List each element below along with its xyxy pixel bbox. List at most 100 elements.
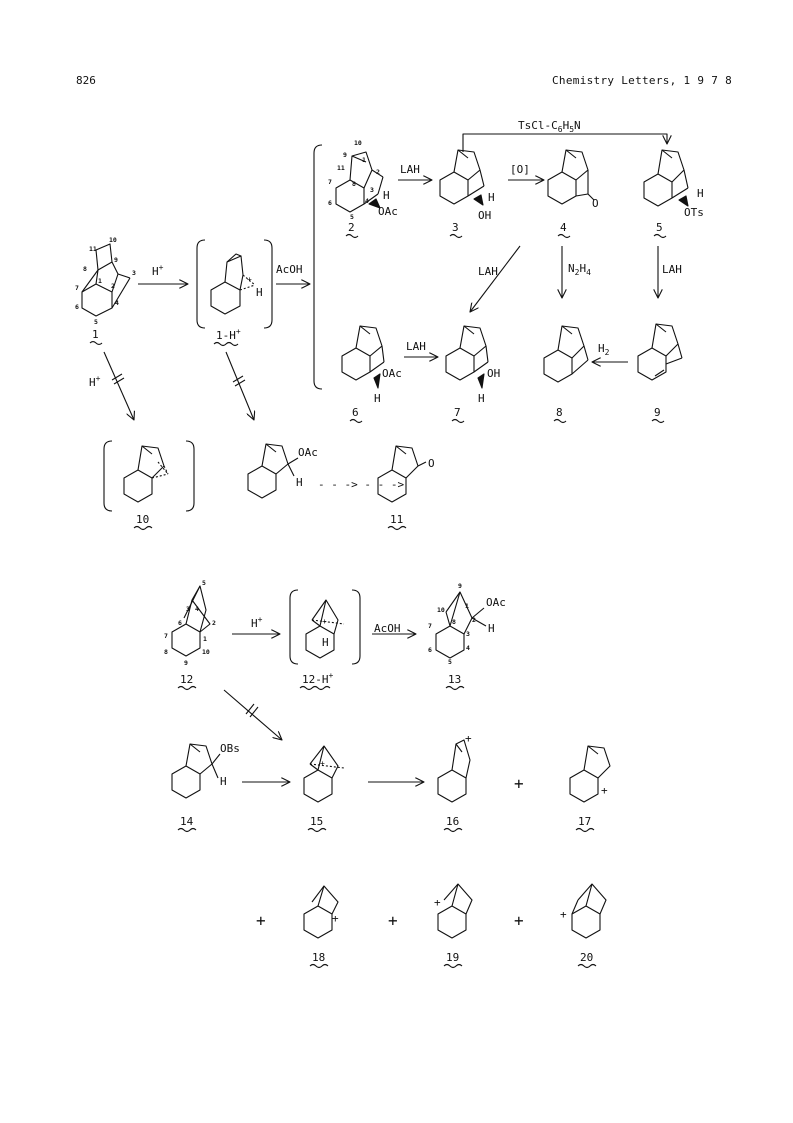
reagent-lah: LAH (406, 340, 426, 353)
running-head: Chemistry Letters, 1 9 7 8 (552, 74, 732, 87)
blocked-arrow: H+ (89, 351, 134, 420)
svg-text:9: 9 (458, 582, 462, 590)
compound-15-structure: + (303, 745, 345, 803)
svg-text:5: 5 (350, 213, 354, 221)
compound-label-2: 2 (348, 221, 355, 234)
label-underline (213, 341, 239, 347)
compound-1-structure: 10 11 9 8 3 1 2 7 4 6 5 (75, 236, 136, 326)
svg-text:2: 2 (376, 168, 380, 176)
label-underline (349, 418, 363, 424)
svg-text:9: 9 (184, 659, 188, 667)
compound-label-17: 17 (578, 815, 591, 828)
svg-text:O: O (428, 457, 435, 470)
blocked-arrow (223, 689, 282, 740)
svg-text:9: 9 (114, 256, 118, 264)
blocked-arrow (225, 351, 254, 420)
svg-text:3: 3 (466, 630, 470, 638)
svg-text:10: 10 (202, 648, 210, 656)
label-underline (345, 233, 359, 239)
svg-text:TsCl-C6H5N: TsCl-C6H5N (518, 119, 581, 134)
label-underline (443, 827, 463, 833)
compound-10-structure (103, 440, 195, 512)
compound-7-structure: OH H (445, 325, 500, 405)
svg-text:H: H (374, 392, 381, 405)
compound-13-structure: 9 10 1 2 7 8 3 6 4 5 OAc H (428, 582, 506, 666)
svg-text:H: H (478, 392, 485, 405)
svg-text:+: + (560, 908, 567, 921)
compound-label-3: 3 (452, 221, 459, 234)
svg-text:2: 2 (472, 616, 476, 624)
reagent-hydrazine: N2H4 (568, 262, 591, 277)
svg-text:+: + (601, 784, 608, 797)
svg-text:OAc: OAc (378, 205, 398, 218)
svg-text:10: 10 (437, 606, 445, 614)
svg-text:1: 1 (362, 156, 366, 164)
svg-text:2: 2 (111, 282, 115, 290)
compound-4-structure: O (547, 149, 599, 210)
compound-label-10: 10 (136, 513, 149, 526)
compound-label-18: 18 (312, 951, 325, 964)
label-underline (309, 963, 329, 969)
svg-text:4: 4 (195, 605, 199, 613)
svg-text:+: + (322, 617, 327, 626)
svg-text:OAc: OAc (298, 446, 318, 459)
reagent-hplus: H+ (152, 263, 164, 278)
svg-text:6: 6 (75, 303, 79, 311)
svg-text:7: 7 (164, 632, 168, 640)
svg-text:H: H (488, 622, 495, 635)
svg-text:4: 4 (365, 197, 369, 205)
reagent-lah: LAH (478, 265, 498, 278)
svg-text:H: H (322, 636, 329, 649)
label-underline (451, 418, 465, 424)
label-underline (553, 418, 567, 424)
svg-text:OTs: OTs (684, 206, 704, 219)
label-underline (177, 685, 197, 691)
svg-text:3: 3 (132, 269, 136, 277)
svg-text:4: 4 (466, 644, 470, 652)
reagent-acoh: AcOH (276, 263, 303, 276)
plus-sign: + (388, 911, 398, 930)
cation-12h-structure: + H (289, 589, 361, 665)
svg-text:H: H (697, 187, 704, 200)
product-bracket (313, 144, 323, 390)
svg-text:OH: OH (478, 209, 491, 222)
compound-9-structure (637, 323, 683, 381)
compound-19-structure: + (434, 883, 473, 939)
reagent-acoh: AcOH (374, 622, 401, 635)
svg-text:11: 11 (89, 245, 97, 253)
svg-text:OBs: OBs (220, 742, 240, 755)
compound-label-7: 7 (454, 406, 461, 419)
svg-text:8: 8 (164, 648, 168, 656)
svg-text:8: 8 (83, 265, 87, 273)
label-underline (299, 685, 331, 691)
dashed-arrow-text: - - -> - - -> (318, 478, 404, 491)
compound-5-structure: H OTs (643, 149, 704, 219)
svg-text:5: 5 (202, 579, 206, 587)
compound-3-structure: H OH (439, 149, 495, 222)
svg-text:10: 10 (354, 139, 362, 147)
label-underline (443, 963, 463, 969)
compound-18-structure: + (303, 885, 339, 939)
svg-text:8: 8 (452, 618, 456, 626)
compound-16-structure: + (437, 732, 472, 803)
svg-text:7: 7 (328, 178, 332, 186)
compound-14-structure: OBs H (171, 742, 240, 799)
label-underline (575, 827, 595, 833)
svg-text:3: 3 (370, 186, 374, 194)
svg-text:OAc: OAc (486, 596, 506, 609)
compound-label-12h: 12-H+ (302, 671, 334, 686)
svg-text:1: 1 (203, 635, 207, 643)
reaction-arrow (470, 245, 521, 312)
compound-label-20: 20 (580, 951, 593, 964)
compound-17-structure: + (569, 745, 611, 803)
svg-text:11: 11 (337, 164, 345, 172)
svg-text:OAc: OAc (382, 367, 402, 380)
tscl-bracket-arrow: TsCl-C6H5N (462, 119, 667, 152)
cation-1h-structure: + H (196, 239, 273, 329)
compound-6-structure: OAc H (341, 325, 402, 405)
reagent-hplus: H+ (251, 615, 263, 630)
reagent-lah: LAH (400, 163, 420, 176)
compound-12-structure: 5 3 4 2 6 7 1 8 10 9 (164, 579, 216, 667)
svg-text:H: H (383, 189, 390, 202)
